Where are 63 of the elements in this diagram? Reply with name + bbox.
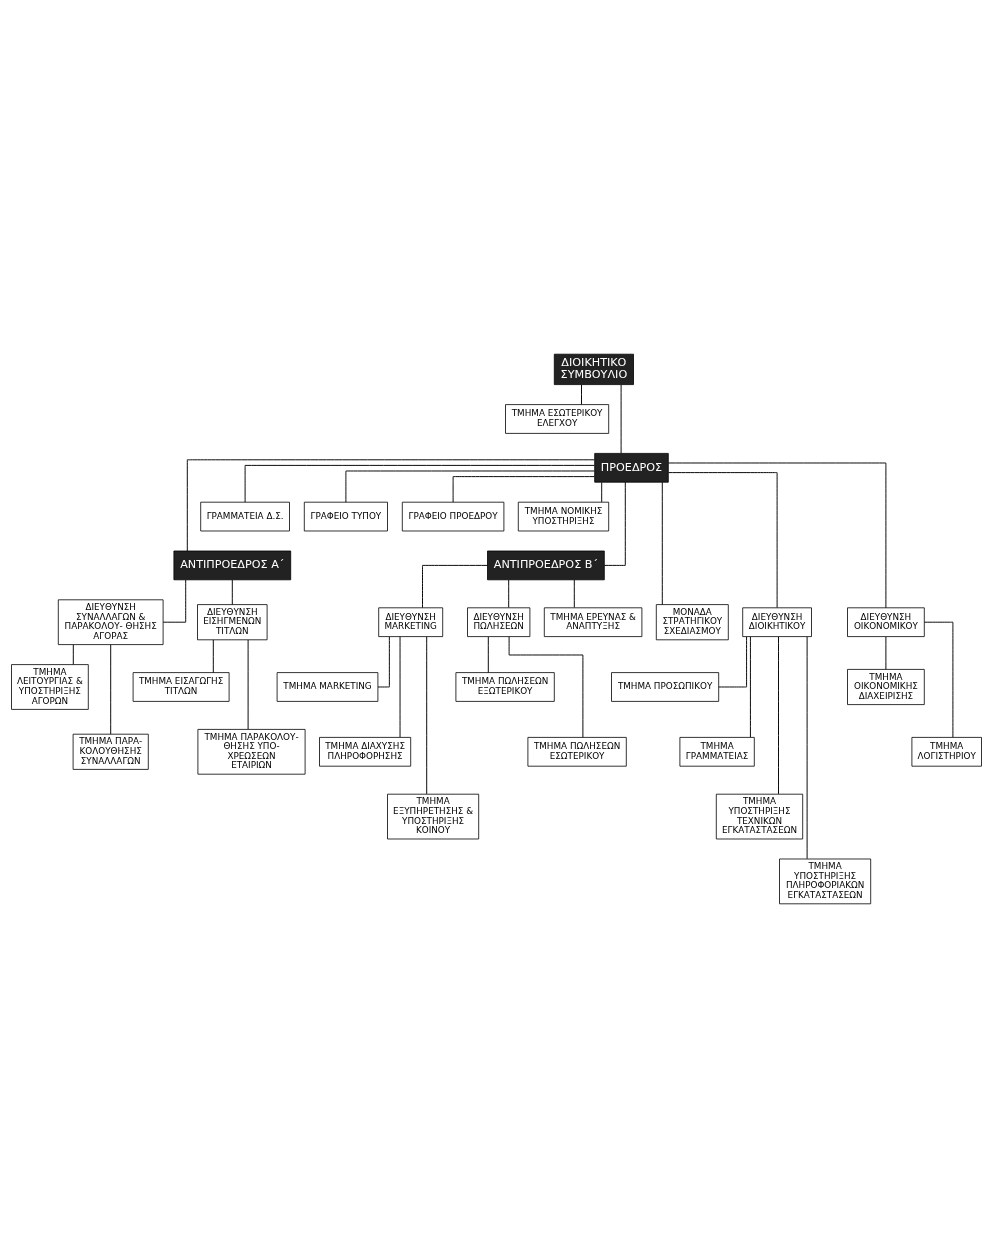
node-box: ΓΡΑΜΜΑΤΕΙΑ Δ.Σ.	[200, 501, 290, 532]
node-box: ΤΜΗΜΑ MARKETING	[276, 672, 379, 702]
node-box: ΜΟΝΑΔΑ ΣΤΡΑΤΗΓΙΚΟΥ ΣΧΕΔΙΑΣΜΟΥ	[655, 604, 729, 641]
connector	[162, 579, 187, 623]
node-box: ΓΡΑΦΕΙΟ ΤΥΠΟΥ	[303, 501, 388, 532]
connector	[231, 579, 233, 606]
connector	[345, 470, 595, 503]
node-box: ΔΙΕΥΘΥΝΣΗ MARKETING	[378, 607, 444, 637]
connector	[620, 384, 622, 454]
node-box: ΤΜΗΜΑ ΕΙΣΑΓΩΓΗΣ ΤΙΤΛΩΝ	[132, 672, 230, 702]
node-box: ΤΜΗΜΑ ΔΙΑΧΥΣΗΣ ΠΛΗΡΟΦΟΡΗΣΗΣ	[319, 737, 412, 767]
connector	[718, 636, 748, 688]
connector	[924, 621, 954, 738]
connector	[422, 564, 488, 609]
connector	[186, 459, 595, 552]
node-box: ΤΜΗΜΑ ΝΟΜΙΚΗΣ ΥΠΟΣΤΗΡΙΞΗΣ	[517, 501, 610, 532]
connector	[778, 636, 779, 795]
connector	[377, 636, 390, 688]
node-box: ΤΜΗΜΑ ΛΟΓΙΣΤΗΡΙΟΥ	[911, 737, 982, 767]
node-box: ΤΜΗΜΑ ΕΞΥΠΗΡΕΤΗΣΗΣ & ΥΠΟΣΤΗΡΙΞΗΣ ΚΟΙΝΟΥ	[387, 793, 480, 840]
node-box: ΔΙΕΥΘΥΝΣΗ ΟΙΚΟΝΟΜΙΚΟΥ	[847, 607, 925, 637]
connector	[508, 636, 584, 738]
node-box: ΤΜΗΜΑ ΠΩΛΗΣΕΩΝ ΕΞΩΤΕΡΙΚΟΥ	[455, 672, 555, 702]
node-box: ΔΙΕΥΘΥΝΣΗ ΠΩΛΗΣΕΩΝ	[467, 607, 531, 637]
node-box: ΤΜΗΜΑ ΟΙΚΟΝΟΜΙΚΗΣ ΔΙΑΧΕΙΡΙΣΗΣ	[847, 669, 925, 705]
connector	[110, 644, 112, 735]
node-box: ΤΜΗΜΑ ΥΠΟΣΤΗΡΙΞΗΣ ΠΛΗΡΟΦΟΡΙΑΚΩΝ ΕΓΚΑΤΑΣΤΑΣΕΩΝ	[779, 858, 872, 905]
connector	[573, 579, 575, 608]
node-box: ΠΡΟΕΔΡΟΣ	[594, 453, 669, 483]
node-box: ΤΜΗΜΑ ΠΑΡΑΚΟΛΟΥ- ΘΗΣΗΣ ΥΠΟ- ΧΡΕΩΣΕΩΝ ΕΤΑΙΡΙΩΝ	[197, 729, 306, 775]
node-box: ΤΜΗΜΑ ΥΠΟΣΤΗΡΙΞΗΣ ΤΕΧΝΙΚΩΝ ΕΓΚΑΤΑΣΤΑΣΕΩΝ	[715, 793, 804, 840]
node-box: ΔΙΟΙΚΗΤΙΚΟ ΣΥΜΒΟΥΛΙΟ	[553, 353, 634, 385]
connector	[72, 644, 74, 665]
connector	[581, 384, 582, 405]
node-box: ΤΜΗΜΑ ΠΑΡΑ- ΚΟΛΟΥΘΗΣΗΣ ΣΥΝΑΛΛΑΓΩΝ	[72, 733, 149, 770]
node-box: ΤΜΗΜΑ ΠΩΛΗΣΕΩΝ ΕΣΩΤΕΡΙΚΟΥ	[527, 737, 627, 767]
node-box: ΑΝΤΙΠΡΟΕΔΡΟΣ Α΄	[173, 550, 292, 581]
connector	[661, 481, 663, 605]
connector	[212, 639, 214, 674]
node-box: ΔΙΕΥΘΥΝΣΗ ΣΥΝΑΛΛΑΓΩΝ & ΠΑΡΑΚΟΛΟΥ- ΘΗΣΗΣ ΑΓΟΡΑΣ	[57, 599, 164, 645]
connector	[885, 636, 887, 670]
connector	[426, 636, 428, 795]
connector	[247, 639, 249, 730]
connector	[601, 481, 603, 503]
connector	[668, 472, 778, 609]
node-box: ΔΙΕΥΘΥΝΣΗ ΕΙΣΗΓΜΕΝΩΝ ΤΙΤΛΩΝ	[197, 604, 268, 641]
connector	[749, 636, 751, 738]
node-box: ΤΜΗΜΑ ΠΡΟΣΩΠΙΚΟΥ	[611, 672, 720, 702]
connector	[487, 636, 489, 674]
node-box: ΓΡΑΦΕΙΟ ΠΡΟΕΔΡΟΥ	[401, 501, 505, 532]
node-box: ΤΜΗΜΑ ΕΡΕΥΝΑΣ & ΑΝΑΠΤΥΞΗΣ	[543, 607, 643, 637]
node-box: ΤΜΗΜΑ ΕΣΩΤΕΡΙΚΟΥ ΕΛΕΓΧΟΥ	[505, 404, 610, 434]
connector	[452, 476, 595, 503]
node-box: ΑΝΤΙΠΡΟΕΔΡΟΣ Β΄	[487, 550, 605, 581]
connector	[668, 462, 887, 609]
node-box: ΔΙΕΥΘΥΝΣΗ ΔΙΟΙΚΗΤΙΚΟΥ	[742, 607, 812, 637]
connector	[399, 636, 401, 738]
connector	[806, 636, 808, 860]
connector	[244, 464, 595, 503]
connector	[603, 481, 626, 566]
connector	[508, 579, 510, 608]
node-box: ΤΜΗΜΑ ΛΕΙΤΟΥΡΓΙΑΣ & ΥΠΟΣΤΗΡΙΞΗΣ ΑΓΟΡΩΝ	[11, 664, 89, 710]
node-box: ΤΜΗΜΑ ΓΡΑΜΜΑΤΕΙΑΣ	[679, 737, 755, 767]
